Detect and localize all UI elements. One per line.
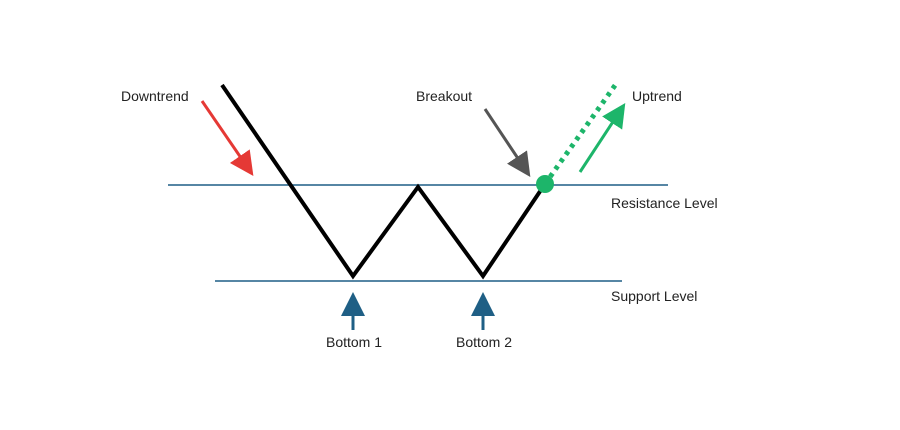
breakout-label: Breakout [416, 88, 472, 104]
bottom-2-label: Bottom 2 [456, 334, 512, 350]
price-path [220, 83, 547, 280]
breakout-arrow-icon [483, 108, 531, 177]
uptrend-label: Uptrend [632, 88, 682, 104]
downtrend-label: Downtrend [121, 88, 189, 104]
uptrend-arrow-icon [578, 102, 626, 173]
uptrend-dotted-line [542, 82, 619, 186]
resistance-level-label: Resistance Level [611, 195, 718, 211]
support-level-label: Support Level [611, 288, 697, 304]
bottom-1-label: Bottom 1 [326, 334, 382, 350]
downtrend-arrow-icon [200, 100, 254, 176]
breakout-point [536, 175, 554, 193]
